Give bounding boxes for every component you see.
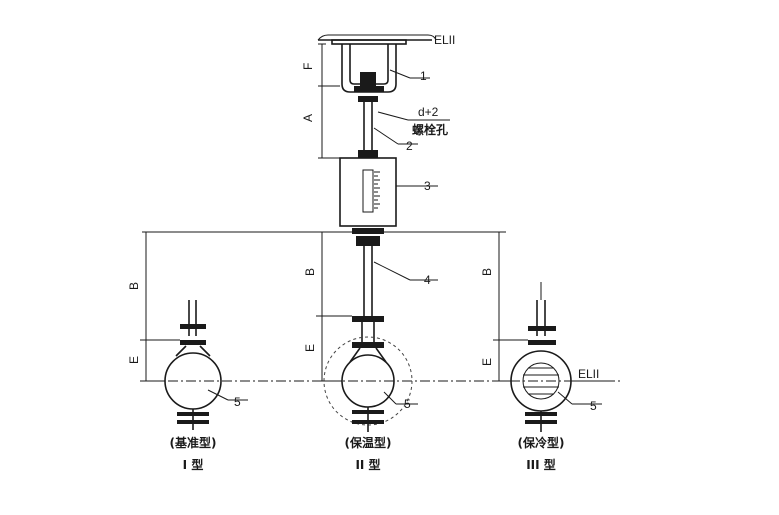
el-top-label: ELII	[434, 33, 455, 47]
callout-2: 2	[406, 139, 413, 153]
caption-type-2: (保温型)	[345, 435, 392, 450]
dim-f-label: F	[301, 63, 315, 70]
pipe-type-2	[323, 316, 413, 432]
caption-type-3: (保冷型)	[518, 435, 565, 450]
dim-e-left: E	[127, 356, 141, 364]
spring-box	[339, 157, 397, 246]
dim-b-right: B	[480, 268, 494, 276]
callout-4: 4	[424, 273, 431, 287]
caption-type-1: (基准型)	[170, 435, 217, 450]
callout-1: 1	[420, 69, 427, 83]
dim-a-label: A	[301, 114, 315, 122]
upper-rod	[358, 102, 378, 158]
dim-b-left: B	[127, 282, 141, 290]
pipe-type-3	[510, 282, 572, 432]
dimension-lines	[140, 43, 614, 382]
dim-e-center: E	[303, 344, 317, 352]
leader-lines	[207, 69, 602, 405]
type-label-1: I 型	[183, 457, 204, 472]
pipe-type-1	[164, 300, 222, 430]
callout-3: 3	[424, 179, 431, 193]
lower-rod	[363, 246, 373, 316]
bolt-size-label: d+2	[418, 105, 439, 119]
top-structure	[317, 34, 437, 102]
callout-5-center: 5	[404, 397, 411, 411]
bolt-hole-label: 螺栓孔	[412, 122, 448, 137]
callout-5-left: 5	[234, 395, 241, 409]
dim-e-right: E	[480, 358, 494, 366]
callout-5-right: 5	[590, 399, 597, 413]
dim-b-center: B	[303, 268, 317, 276]
type-label-3: III 型	[526, 457, 556, 472]
type-label-2: II 型	[355, 457, 380, 472]
el-right-label: ELII	[578, 367, 599, 381]
